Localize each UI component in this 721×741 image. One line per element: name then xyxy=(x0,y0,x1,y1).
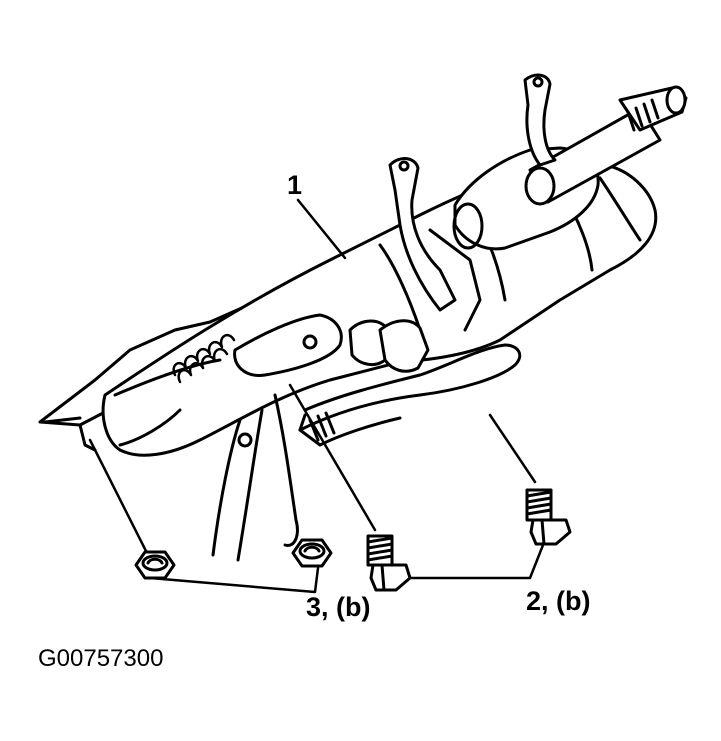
callout-part-2: 2, (b) xyxy=(526,586,591,616)
leader-line-part-2-bracket xyxy=(391,538,547,580)
leader-line-part-2 xyxy=(488,413,537,484)
nut-left xyxy=(134,550,176,580)
leader-lines xyxy=(88,198,547,594)
lower-legs xyxy=(211,393,299,562)
nut-right xyxy=(291,538,333,568)
steering-shaft xyxy=(524,85,688,206)
wiring-connectors xyxy=(233,313,430,377)
leader-line-part-3-bracket xyxy=(148,566,320,594)
leader-line-part-3-left xyxy=(88,438,150,557)
bolt-right xyxy=(525,488,572,546)
bolt-left xyxy=(366,534,412,592)
tilt-spring xyxy=(172,333,236,384)
lower-tube xyxy=(298,343,522,447)
tilt-brackets xyxy=(388,73,557,332)
callout-part-3: 3, (b) xyxy=(306,592,371,622)
callout-part-1: 1 xyxy=(287,170,303,200)
leader-line-part-3-right xyxy=(288,383,377,532)
figure-id-label: G00757300 xyxy=(38,645,164,672)
leader-line-part-1 xyxy=(296,198,347,260)
